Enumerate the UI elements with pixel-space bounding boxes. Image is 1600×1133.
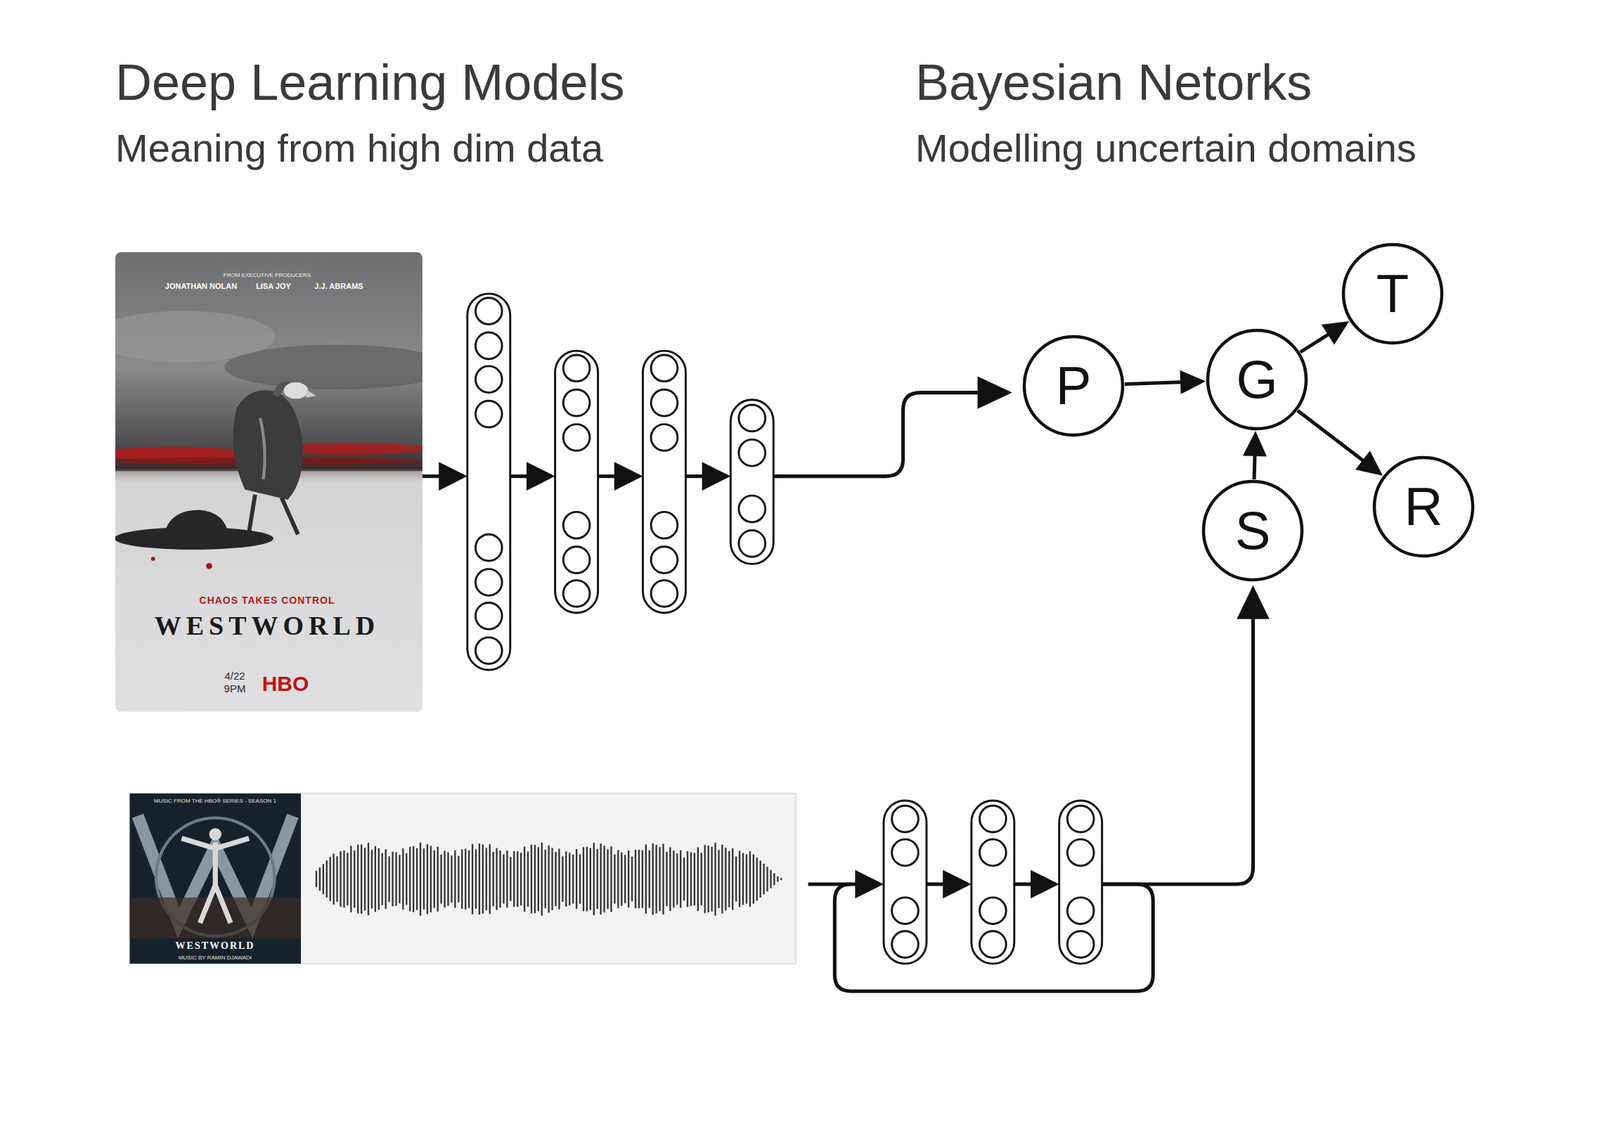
node-label: R [1404,480,1444,534]
connector [1297,410,1383,476]
artwork-text: 4/22 [224,670,245,683]
flow-arrows [808,617,1254,992]
artwork-text: MUSIC BY RAMIN DJAWADI [178,955,252,962]
artwork-text: 9PM [224,683,247,696]
artwork-text: WESTWORLD [154,611,381,642]
heading: Bayesian Netorks [915,54,1312,111]
connector-line [1300,332,1332,353]
node-outline [1024,336,1123,436]
node-label: T [1376,267,1409,321]
poster-image [115,251,423,712]
arrow-heads [854,585,1269,899]
variable-node: P [1022,334,1125,438]
node-outline [1374,457,1473,557]
waveform [316,842,782,916]
arrow-head [1355,450,1383,476]
variable-node: G [1205,328,1309,431]
neural-network [467,293,774,670]
artwork-text: LISA JOY [255,281,292,291]
node-outline [1343,244,1442,344]
connector [1242,430,1267,480]
node-outline [1207,330,1307,429]
arrow-heads [438,376,1013,491]
node-label: P [1055,359,1092,413]
variable-node: S [1201,479,1305,583]
album-cover [129,793,301,964]
variable-node: R [1372,455,1475,559]
connector-line [1124,382,1185,385]
artwork-text: WESTWORLD [175,940,256,952]
artwork-text: MUSIC FROM THE HBO® SERIES - SEASON 1 [153,798,277,805]
artwork-text: J.J. ABRAMS [314,281,363,291]
heading: Meaning from high dim data [115,126,604,171]
neural-network [883,800,1103,964]
artwork-text: CHAOS TAKES CONTROL [199,595,336,606]
node-label: S [1235,504,1272,558]
artwork-text: FROM EXECUTIVE PRODUCERS [223,272,311,280]
connector [1124,370,1206,395]
artwork-text: HBO [262,672,310,696]
node-outline [1203,481,1302,580]
heading: Deep Learning Models [115,54,625,111]
heading: Modelling uncertain domains [915,126,1417,171]
variable-node: T [1341,242,1444,346]
arrow-head [1179,370,1206,395]
arrow-head [1321,321,1350,346]
node-label: G [1235,352,1278,407]
audio-panel [129,793,796,964]
artwork-text: JONATHAN NOLAN [165,281,237,291]
connector [1300,321,1350,353]
arrow-head [1242,430,1267,457]
connector-line [1297,410,1366,463]
